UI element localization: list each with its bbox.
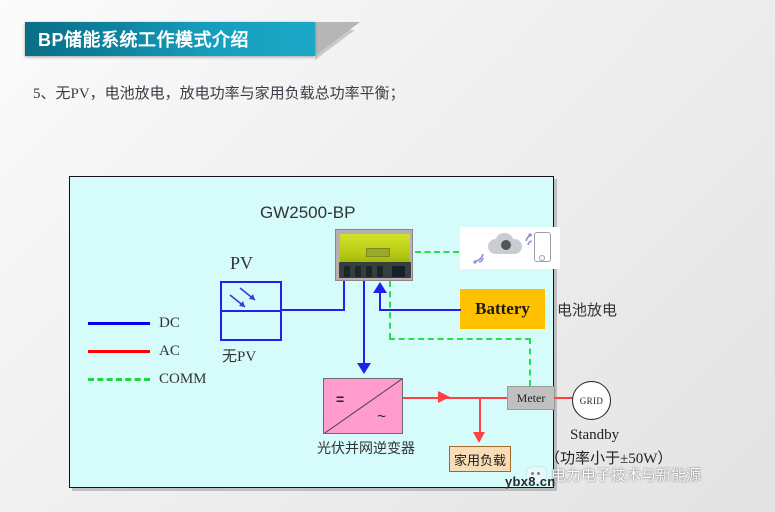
legend-item-ac: AC [88,337,207,365]
comm-line-riser-to-meter [529,338,531,386]
comm-line-to-cloud [415,251,459,253]
legend-label-dc: DC [159,314,180,331]
inverter-model-label: GW2500-BP [260,203,356,222]
ac-line-to-load [479,397,481,433]
ac-arrow-to-load [473,432,485,443]
dc-line-battery-riser [379,293,381,311]
diagram-panel: DC AC COMM PV 无PV GW2500-BP [69,176,701,488]
grid-inverter-dc-symbol: = [336,391,345,407]
legend-item-comm: COMM [88,365,207,393]
watermark-text: 电力电子技术与新能源 [551,468,702,484]
cloud-monitoring-box [460,227,560,269]
household-load-box: 家用负载 [449,446,511,472]
meter-box: Meter [507,386,555,410]
household-load-label: 家用负载 [453,452,506,468]
comm-line-horizontal-to-meter [389,338,531,340]
legend-line-dc-icon [88,321,150,325]
legend-label-comm: COMM [159,370,207,387]
inverter-connector [366,266,372,277]
grid-inverter-caption: 光伏并网逆变器 [317,442,415,457]
ac-line-meter-to-grid [554,397,574,399]
legend-line-comm-icon [88,377,150,381]
grid-status-label: Standby [570,427,620,443]
battery-box: Battery [460,289,545,329]
pv-irradiance-arrows-icon [229,287,256,308]
dc-arrow-into-inverter [373,282,387,293]
legend-line-ac-icon [88,349,150,353]
dc-arrow-to-grid-inverter [357,363,371,374]
slide-subtitle: 5、无PV，电池放电，放电功率与家用负载总功率平衡； [33,86,405,102]
dc-line-pv-riser [343,281,345,310]
ac-line-inverter-to-meter [403,397,507,399]
inverter-device-image [335,229,413,281]
smartphone-icon [534,232,551,262]
inverter-ac-connector [392,266,405,277]
grid-power-note: （功率小于±50W） [545,451,673,467]
dc-line-pv-horizontal [282,309,345,311]
wechat-icon [526,465,547,484]
dc-line-battery-horizontal [381,309,461,311]
grid-inverter-box: = ~ [323,378,403,434]
slide-title-banner: BP储能系统工作模式介绍 [25,22,315,56]
dc-line-to-grid-inverter [363,281,365,363]
pv-title: PV [230,253,254,273]
comm-line-vertical-from-inverter [389,281,391,339]
grid-node: GRID [572,381,611,420]
watermark: 电力电子技术与新能源 [526,464,701,485]
legend-label-ac: AC [159,342,180,359]
inverter-connector [344,266,350,277]
pv-caption: 无PV [222,349,257,365]
inverter-device-body [340,234,410,264]
inverter-connector [377,266,383,277]
grid-inverter-ac-symbol: ~ [377,408,386,425]
title-banner-flag [315,22,360,56]
pv-box-divider [220,310,282,312]
inverter-connector [355,266,361,277]
inverter-device-display [366,248,390,257]
ac-arrow-to-meter [438,391,450,403]
cloud-icon-core [501,240,511,250]
grid-inverter-diagonal [324,379,402,433]
battery-status-note: 电池放电 [557,303,618,319]
meter-label: Meter [516,390,546,405]
legend-item-dc: DC [88,309,207,337]
watermark-url: ybx8.cn [505,474,556,489]
battery-label: Battery [475,299,530,318]
page-title: BP储能系统工作模式介绍 [38,30,250,50]
grid-label: GRID [579,395,604,406]
legend: DC AC COMM [88,309,207,393]
smartphone-home-button-icon [539,255,545,261]
